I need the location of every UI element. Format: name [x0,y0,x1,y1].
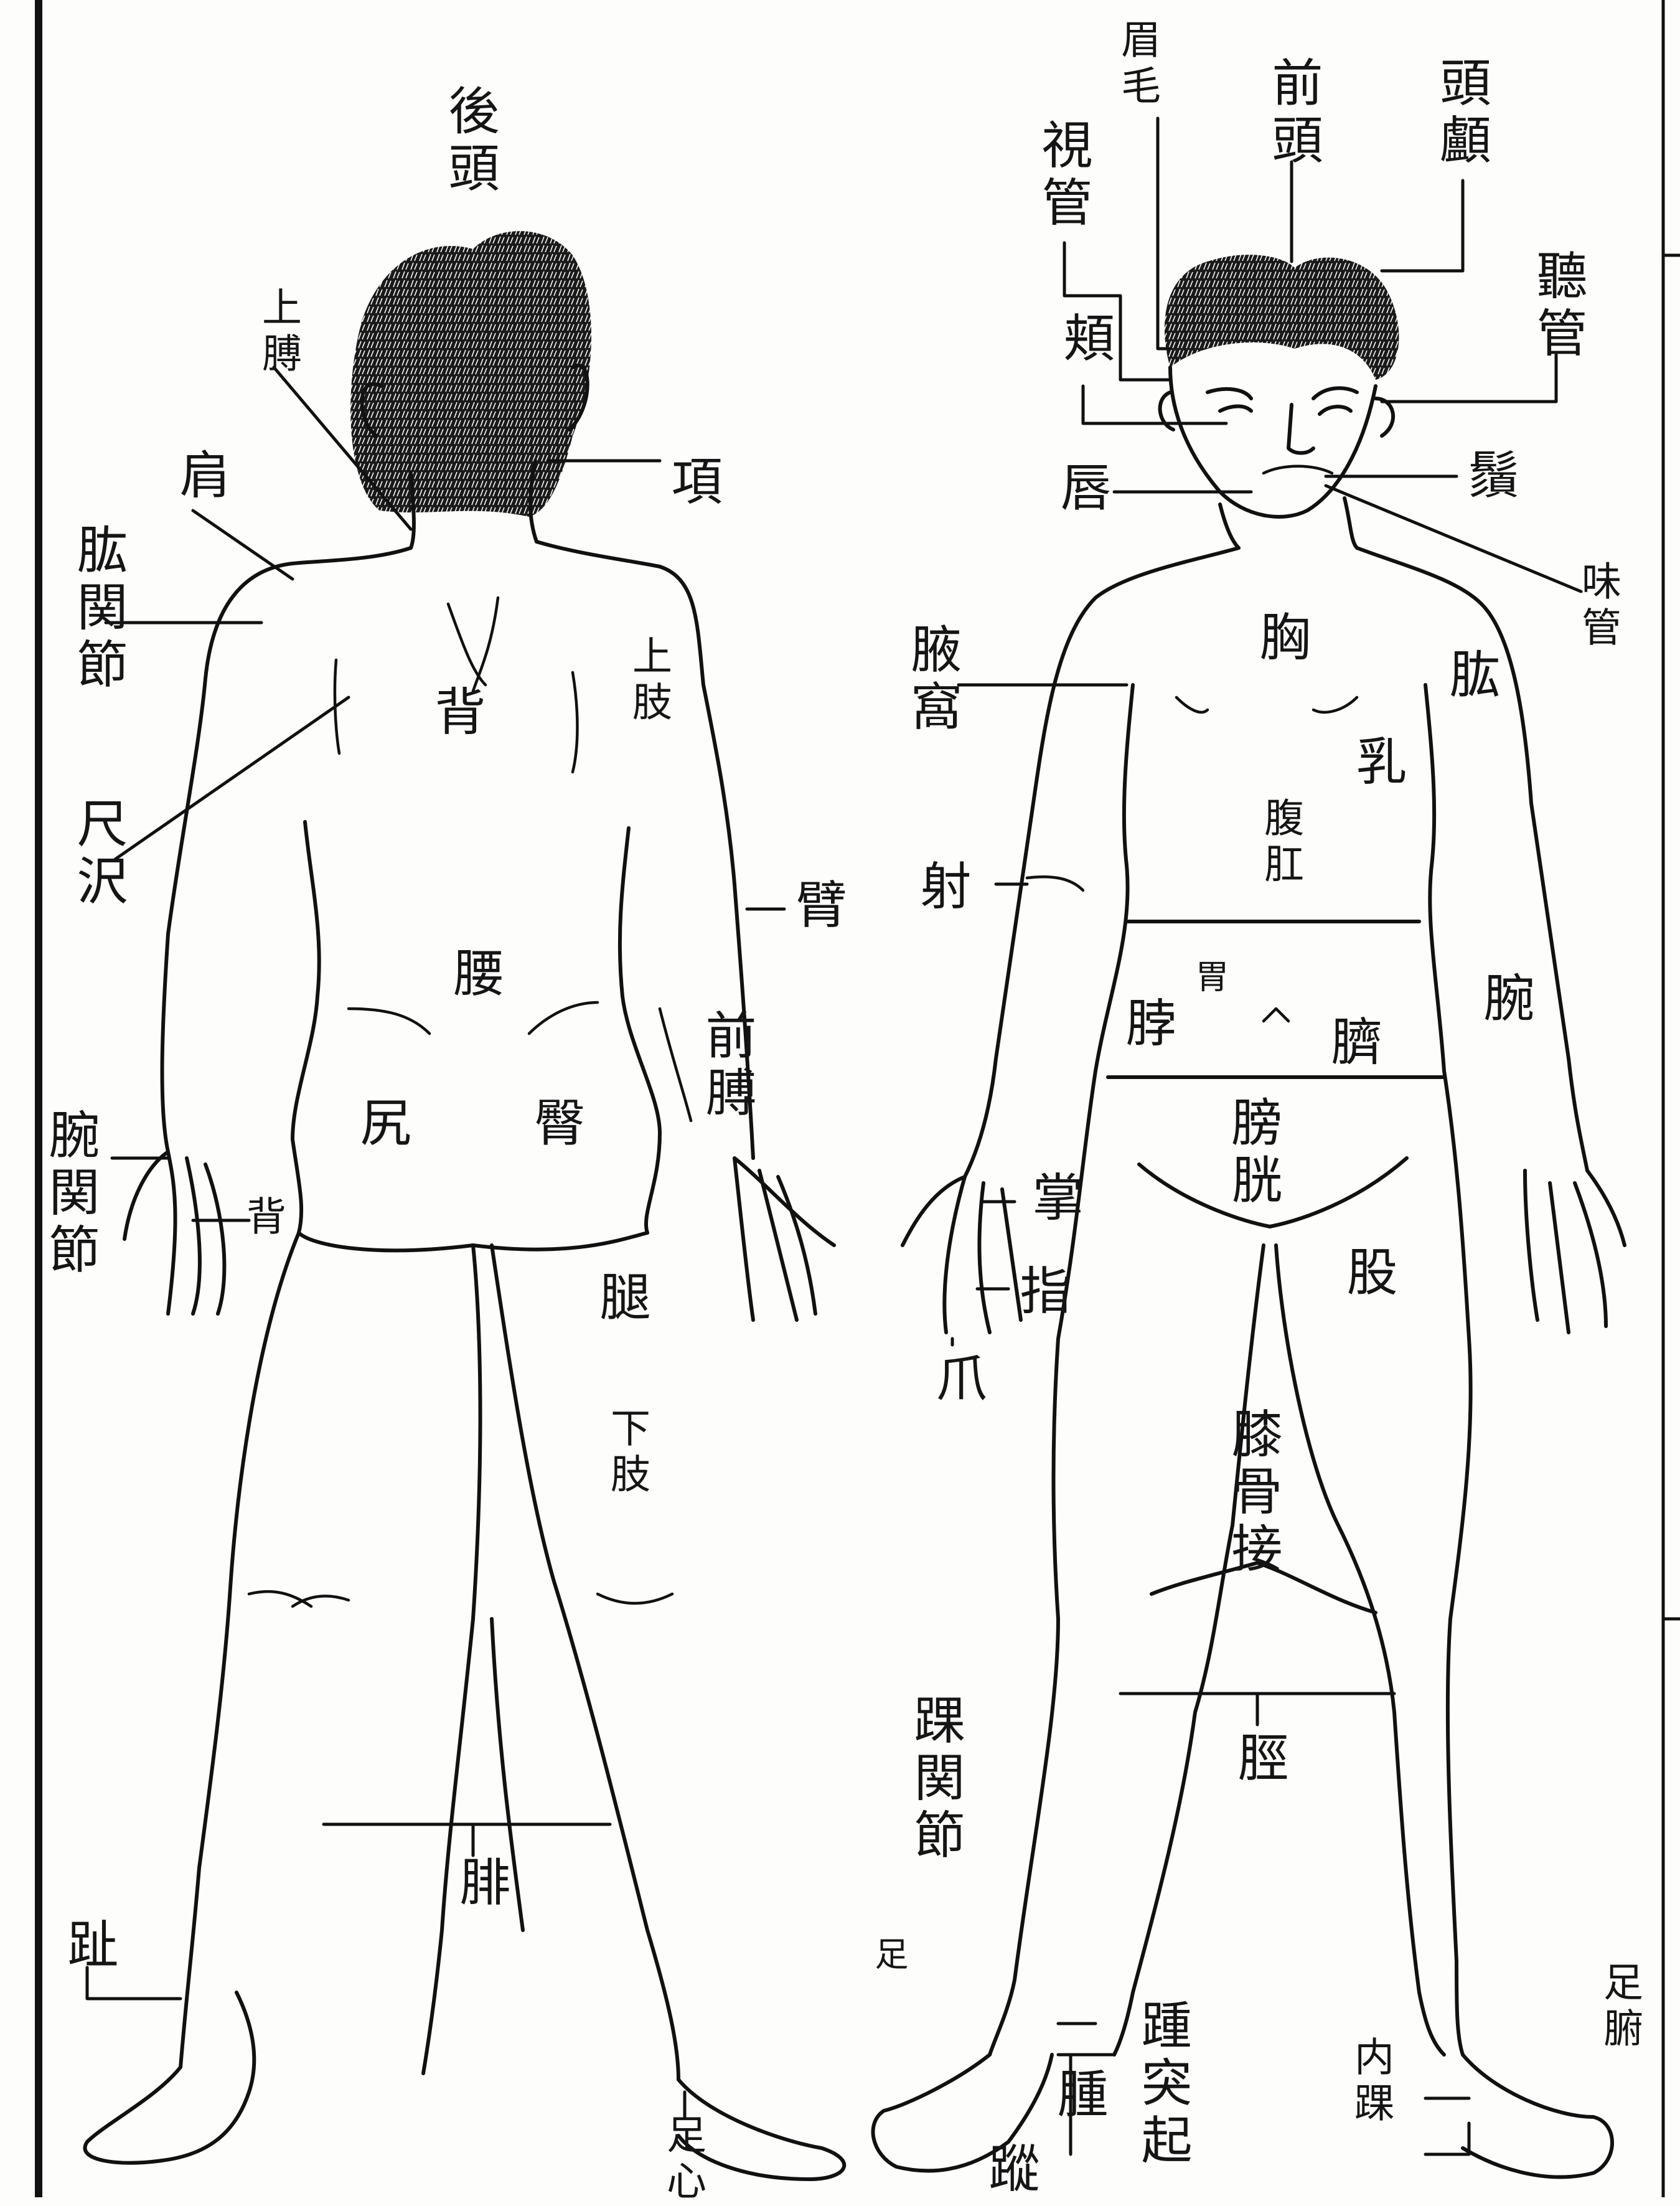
label-back-wan-guan-jie: 腕関節 [44,1108,95,1280]
label-front-tou-xin: 頭顱 [1435,56,1486,171]
label-front-zhi2: 指 [1015,1264,1066,1321]
label-front-shi-guan: 視管 [1036,118,1087,233]
label-front-zu-fu: 足腑 [1600,1961,1640,2053]
label-front-gu: 股 [1341,1245,1392,1303]
label-back-jian: 肩 [174,448,225,506]
label-front-xi-gu-jie: 膝骨接 [1226,1407,1277,1579]
back-leaders [87,367,784,2117]
label-back-shang-bo: 上膊 [258,286,298,379]
label-back-xiang: 項 [666,455,717,512]
label-front-fu-gang: 腹肛 [1260,797,1300,889]
label-back-tun: 臀 [529,1096,580,1153]
label-back-tui: 腿 [594,1270,645,1327]
front-figure [873,255,1625,2177]
front-hair [1165,255,1399,380]
label-back-fei: 腓 [454,1855,505,1913]
label-front-jing: 脛 [1232,1731,1283,1788]
label-front-zhang: 掌 [1027,1171,1078,1228]
label-back-bi: 臂 [791,878,842,935]
label-front-qian-tou: 前頭 [1267,56,1318,171]
label-front-ru: 乳 [1351,735,1402,792]
label-front-gong: 肱 [1444,648,1495,705]
label-front-wei-guan: 味管 [1578,560,1618,653]
label-back-zu-xin: 足心 [663,2114,703,2206]
label-front-jia: 頬 [1058,311,1109,369]
label-front-xiong: 胸 [1254,610,1305,667]
label-front-ye-wo: 腋窩 [906,623,957,737]
label-back-qian-bo: 前膊 [700,1009,751,1123]
label-front-qi: 臍 [1326,1015,1377,1072]
label-front-zu: 足 [871,1936,905,1976]
label-back-zhi: 趾 [62,1918,113,1975]
label-back-chi-ze: 尺沢 [72,797,123,912]
back-hair [350,231,591,517]
label-front-nei-huai: 内踝 [1351,2036,1391,2128]
label-front-mu: 脖 [1120,996,1171,1054]
label-back-shang-zhi: 上肢 [629,635,669,727]
label-back-xia-zhi: 下肢 [607,1407,647,1499]
label-back-gong-guan-jie: 肱関節 [72,523,123,695]
label-front-chun: 唇 [1055,461,1106,518]
label-front-she: 射 [915,859,966,917]
label-front-wan: 腕 [1478,971,1529,1029]
label-front-ju-tu-qi: 踵突起 [1136,1999,1187,2171]
label-front-xu: 鬚 [1463,448,1514,506]
label-back-xi: 背 [243,1195,283,1242]
label-front-wei: 胃 [1192,959,1226,999]
label-back-kao: 尻 [355,1096,406,1153]
label-front-zong: 蹤 [983,2142,1035,2199]
label-front-zhong: 腫 [1052,2067,1103,2124]
label-front-ting-guan: 聽管 [1531,249,1582,364]
label-back-yao: 腰 [448,946,499,1004]
label-front-zhua: 爪 [931,1351,982,1408]
label-back-bei: 背 [429,685,481,742]
label-back-hou-tou: 後頭 [443,84,494,199]
label-front-mei-mao: 眉毛 [1117,19,1157,111]
label-front-huai-guan-jie: 踝関節 [909,1694,960,1865]
label-front-pang-guang: 膀胱 [1226,1096,1277,1210]
